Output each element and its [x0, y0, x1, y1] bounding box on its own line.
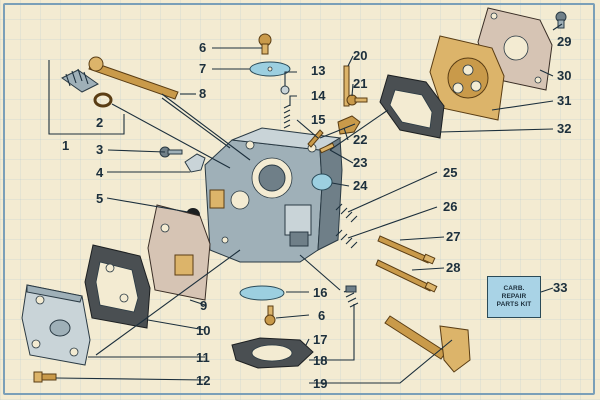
callout-1: 1: [62, 138, 69, 153]
callout-27: 27: [446, 229, 460, 244]
callout-30: 30: [557, 68, 571, 83]
part-6-screw-top: [258, 33, 272, 55]
part-4-lever: [184, 153, 206, 173]
callout-23: 23: [353, 155, 367, 170]
part-27-needle: [377, 235, 436, 265]
part-9-diaphragm: [147, 204, 211, 301]
part-15-needle: [307, 129, 324, 148]
callout-18: 18: [313, 353, 327, 368]
callout-14: 14: [311, 88, 326, 103]
callout-labels: 1 2 3 4 5 6 7 8 9 10 11 12 13 14 15 16 6…: [62, 34, 571, 391]
part-21-screw: [346, 94, 368, 106]
callout-31: 31: [557, 93, 571, 108]
part-7-throttle-plate: [249, 61, 291, 77]
leader-lines: [48, 23, 563, 384]
callout-33: 33: [553, 280, 567, 295]
callout-6b: 6: [318, 308, 325, 323]
callout-25: 25: [443, 165, 457, 180]
part-8-throttle-shaft: [88, 56, 179, 100]
part-23-pin: [319, 142, 335, 154]
kit-label-line-3: PARTS KIT: [496, 301, 532, 308]
callout-10: 10: [196, 323, 210, 338]
part-10-gasket: [84, 244, 151, 329]
part-20-pin: [343, 65, 350, 107]
part-16-disk: [239, 285, 285, 301]
part-1-idle-screw-spring: [61, 68, 99, 93]
part-26-spring: [335, 229, 358, 249]
callout-24: 24: [353, 178, 368, 193]
callout-20: 20: [353, 48, 367, 63]
part-31-pump-body: [429, 35, 505, 121]
callout-9: 9: [200, 298, 207, 313]
callout-19: 19: [313, 376, 327, 391]
part-24-screen: [311, 173, 333, 191]
part-13-ball: [280, 85, 290, 95]
part-32-gasket: [379, 74, 445, 139]
repair-kit-box: CARB. REPAIR PARTS KIT: [487, 276, 541, 318]
callout-4: 4: [96, 165, 104, 180]
part-22-lever: [337, 115, 361, 135]
part-2-o-ring: [93, 92, 113, 108]
part-6-screw-bottom: [264, 305, 276, 326]
part-18-needle-spring: [343, 285, 359, 308]
callout-6: 6: [199, 40, 206, 55]
callout-8: 8: [199, 86, 206, 101]
part-25-spring: [335, 203, 358, 223]
part-29-screw: [555, 11, 567, 29]
part-28-needle: [375, 259, 438, 293]
callout-22: 22: [353, 132, 367, 147]
callout-15: 15: [311, 112, 325, 127]
part-19-inlet-needle-lever: [384, 315, 471, 373]
kit-label-line-2: REPAIR: [501, 293, 527, 300]
callout-11: 11: [196, 350, 210, 365]
callout-3: 3: [96, 142, 103, 157]
callout-2: 2: [96, 115, 103, 130]
callout-32: 32: [557, 121, 571, 136]
part-11-cover: [21, 284, 91, 366]
kit-label-line-1: CARB.: [503, 285, 525, 292]
callout-5: 5: [96, 191, 103, 206]
callout-13: 13: [311, 63, 325, 78]
callout-12: 12: [196, 373, 210, 388]
callout-7: 7: [199, 61, 206, 76]
callout-28: 28: [446, 260, 460, 275]
callout-17: 17: [313, 332, 327, 347]
callout-29: 29: [557, 34, 571, 49]
part-17-gasket: [231, 337, 314, 369]
callout-26: 26: [443, 199, 457, 214]
callout-16: 16: [313, 285, 327, 300]
callout-21: 21: [353, 76, 367, 91]
carburetor-body: [204, 127, 343, 263]
part-14-spring: [283, 104, 291, 129]
part-12-screw: [33, 371, 57, 383]
